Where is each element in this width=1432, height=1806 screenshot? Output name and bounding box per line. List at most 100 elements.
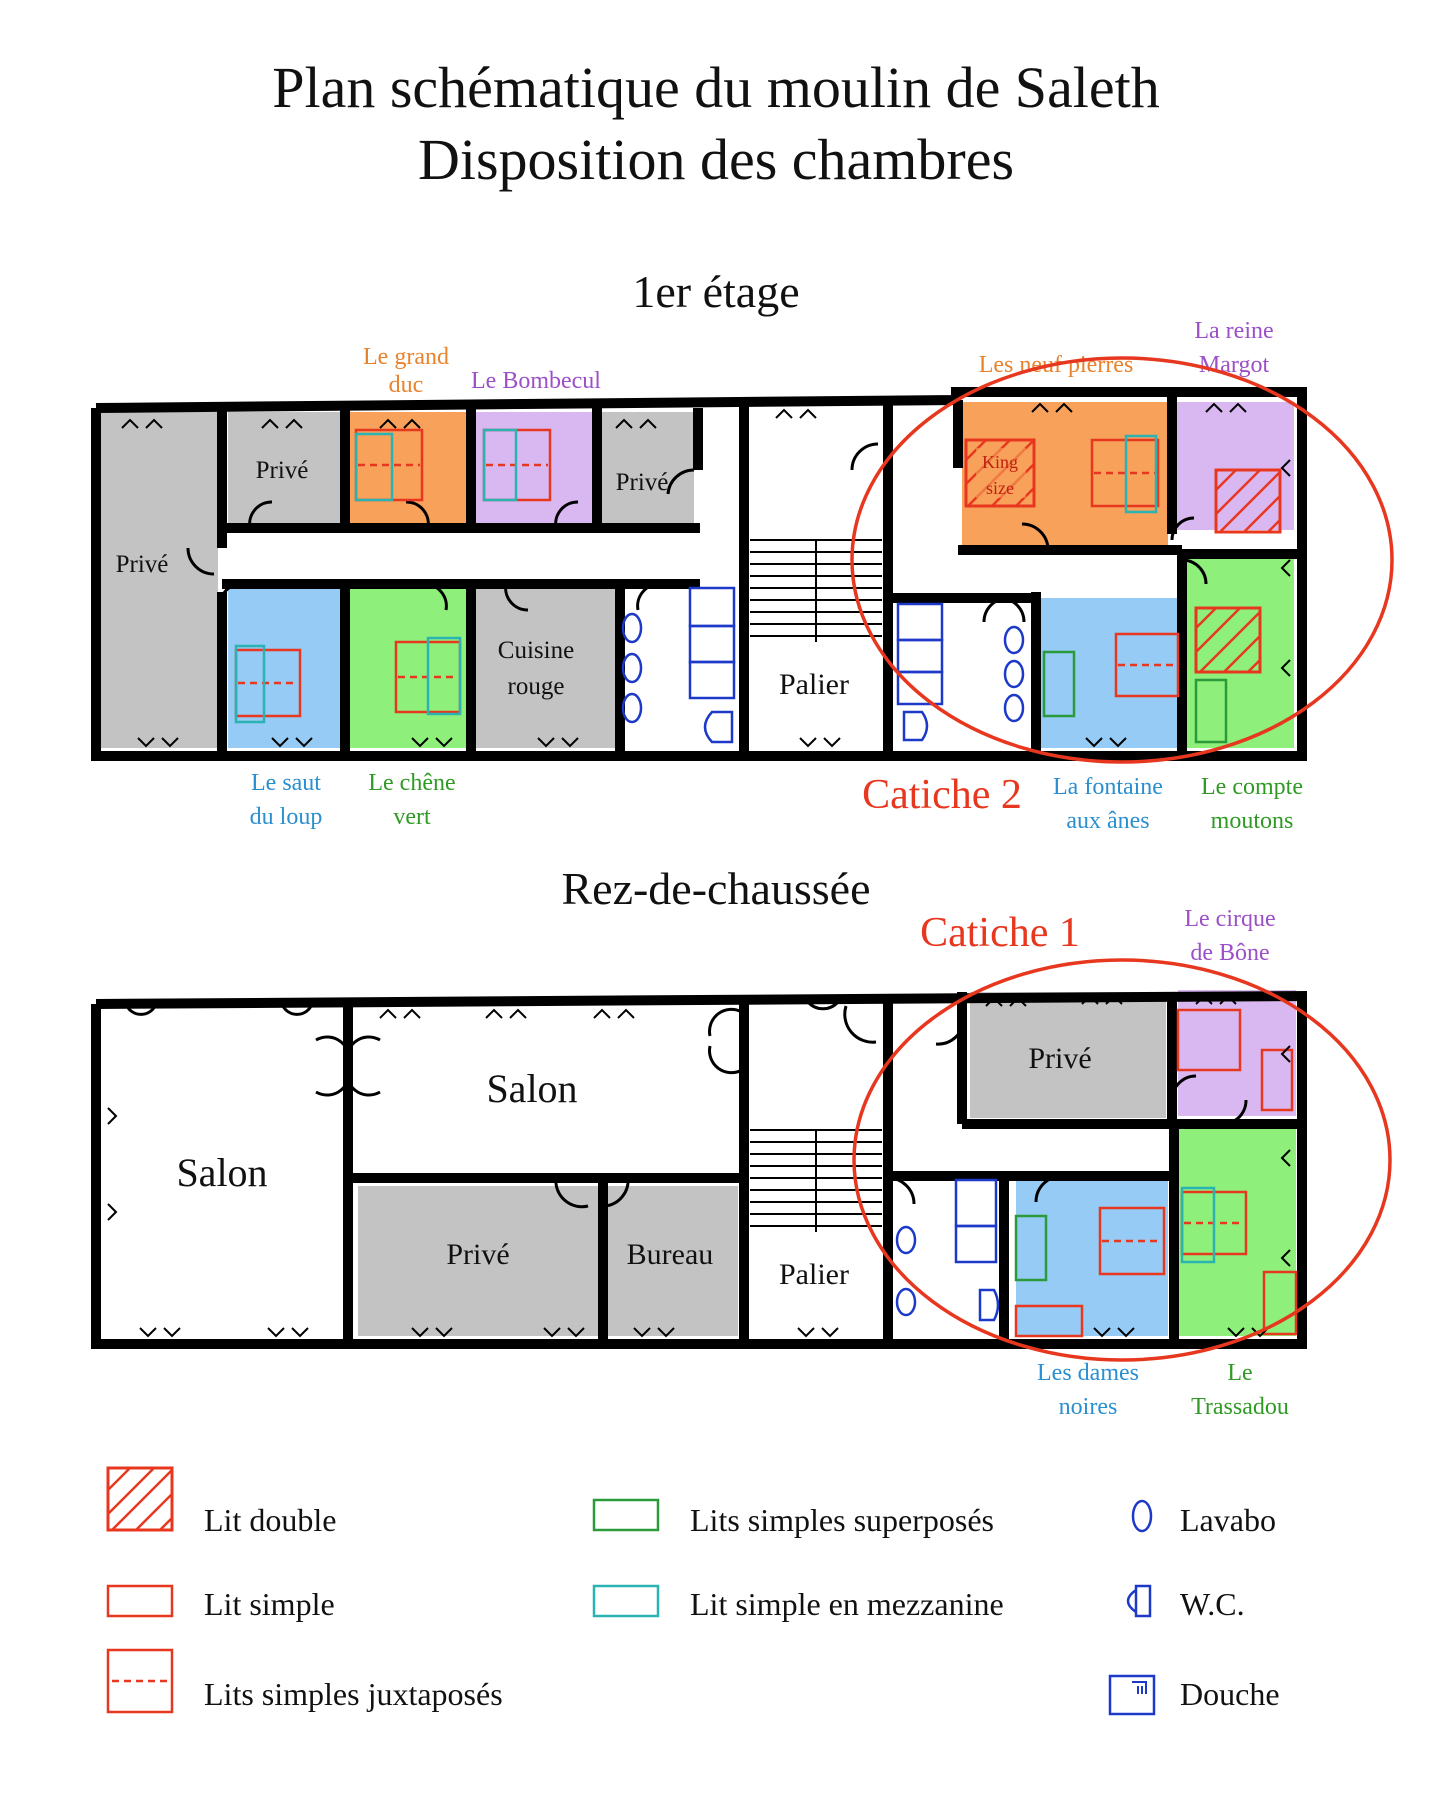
label-bombecul: Le Bombecul xyxy=(471,368,601,394)
door-swing xyxy=(843,1005,877,1044)
room-prive-large xyxy=(100,412,218,748)
title-line-1: Plan schématique du moulin de Saleth xyxy=(272,55,1160,120)
ground-doors xyxy=(124,1000,1248,1209)
door-swing xyxy=(186,547,215,576)
window-mark xyxy=(1081,994,1123,1005)
door-swing xyxy=(982,596,1009,623)
hatch-line xyxy=(159,1517,173,1531)
door-swing xyxy=(1183,558,1208,585)
floor-title-ground: Rez-de-chaussée xyxy=(561,863,871,914)
hatch-line xyxy=(1195,607,1217,629)
window-mark xyxy=(1280,1249,1291,1267)
window-mark xyxy=(1195,994,1237,1005)
window-mark xyxy=(1280,559,1291,577)
label-trassadou-1: Le xyxy=(1227,1360,1252,1386)
room-dames-noires xyxy=(1016,1178,1168,1336)
room-saut-du-loup xyxy=(228,588,340,748)
lits-juxtaposes xyxy=(1114,632,1180,698)
window-mark xyxy=(537,737,579,748)
label-compte-moutons-1: Le compte xyxy=(1201,774,1303,800)
legend-lits-juxtaposes-symbol xyxy=(106,1648,174,1714)
sink-symbol xyxy=(621,652,643,684)
door-swing xyxy=(405,500,430,529)
legend-lit-mezzanine-symbol xyxy=(592,1584,660,1618)
legend-douche-inner xyxy=(1132,1681,1147,1694)
label-reine-margot-2: Margot xyxy=(1199,352,1270,378)
legend-lits-superposes: Lits simples superposés xyxy=(690,1502,994,1538)
ground-fixtures xyxy=(895,1178,1000,1322)
door-swing xyxy=(1170,516,1195,541)
lit-double xyxy=(1214,468,1282,534)
window-mark xyxy=(633,1327,675,1338)
ground-outer-wall xyxy=(91,990,1307,1349)
legend-lavabo-symbol xyxy=(1131,1499,1153,1533)
sink-symbol xyxy=(1003,625,1025,655)
hatch xyxy=(1215,469,1281,533)
legend-symbols xyxy=(106,1466,1156,1716)
door-swing xyxy=(504,583,529,612)
window-mark xyxy=(1085,737,1127,748)
window-mark xyxy=(1093,1327,1135,1338)
legend-lits-superposes-symbol xyxy=(592,1498,660,1532)
legend-lavabo: Lavabo xyxy=(1180,1502,1276,1538)
upper-windows xyxy=(121,402,1291,748)
window-mark xyxy=(261,418,303,429)
king-size-label-bg xyxy=(976,448,1026,498)
label-fontaine-1: La fontaine xyxy=(1053,774,1163,800)
room-bureau xyxy=(608,1186,738,1336)
lits-juxtaposes xyxy=(1098,1206,1166,1276)
hatch xyxy=(1195,607,1261,673)
door-swing xyxy=(280,1003,314,1016)
shower-symbol xyxy=(954,1224,998,1264)
sink-symbol xyxy=(1003,659,1025,689)
door-swing xyxy=(248,500,273,529)
door-swing xyxy=(218,582,243,611)
window-mark xyxy=(1280,459,1291,477)
window-mark xyxy=(1280,659,1291,677)
room-cuisine-rouge xyxy=(476,588,616,748)
hatch-line xyxy=(1243,495,1281,533)
lit-mezzanine xyxy=(354,432,394,502)
window-mark xyxy=(593,1008,635,1019)
lit-simple xyxy=(1262,1270,1298,1336)
label-dames-noires-2: noires xyxy=(1059,1394,1118,1420)
label-chene-vert-1: Le chêne xyxy=(368,770,455,796)
floor-title-upper: 1er étage xyxy=(632,266,800,317)
ground-floor: Salon Salon Privé Bureau Palier Privé Ca… xyxy=(91,906,1392,1420)
door-swing xyxy=(1034,1174,1063,1203)
door-swing xyxy=(1170,1074,1197,1101)
ground-beds xyxy=(1014,1008,1298,1338)
door-swing xyxy=(315,1065,351,1097)
label-king: King xyxy=(982,452,1018,472)
upper-stairs xyxy=(750,539,882,642)
hatch-line xyxy=(1267,519,1281,533)
legend-wc-symbol xyxy=(1126,1584,1152,1618)
window-mark xyxy=(485,1008,527,1019)
lit-simple xyxy=(1176,1008,1242,1072)
window-mark xyxy=(267,1327,309,1338)
door-swing xyxy=(666,468,695,495)
window-mark xyxy=(379,418,421,429)
window-mark xyxy=(411,1327,453,1338)
room-compte-moutons xyxy=(1186,554,1294,748)
label-salon-1: Salon xyxy=(176,1150,267,1195)
door-swing xyxy=(554,1177,589,1209)
label-cirque-bone-2: de Bône xyxy=(1190,940,1269,966)
window-mark xyxy=(797,1327,839,1338)
hatch-line xyxy=(1215,469,1261,515)
room-prive-3 xyxy=(602,412,694,524)
lit-double-margot xyxy=(1214,468,1282,534)
ground-stairs xyxy=(750,1129,882,1232)
ground-labels: Salon Salon Privé Bureau Palier Privé Ca… xyxy=(176,906,1288,1420)
window-mark xyxy=(107,1203,118,1221)
label-cirque-bone-1: Le cirque xyxy=(1184,906,1275,932)
label-catiche-1: Catiche 1 xyxy=(920,910,1080,956)
label-prive-ground-right: Privé xyxy=(1028,1042,1091,1075)
lit-double-king xyxy=(964,438,1036,508)
lits-superposes xyxy=(1042,650,1076,718)
lit-mezzanine xyxy=(426,636,462,716)
lits-superposes xyxy=(1014,1214,1048,1282)
door-swing xyxy=(345,1065,381,1097)
lit-mezzanine xyxy=(1124,434,1158,514)
